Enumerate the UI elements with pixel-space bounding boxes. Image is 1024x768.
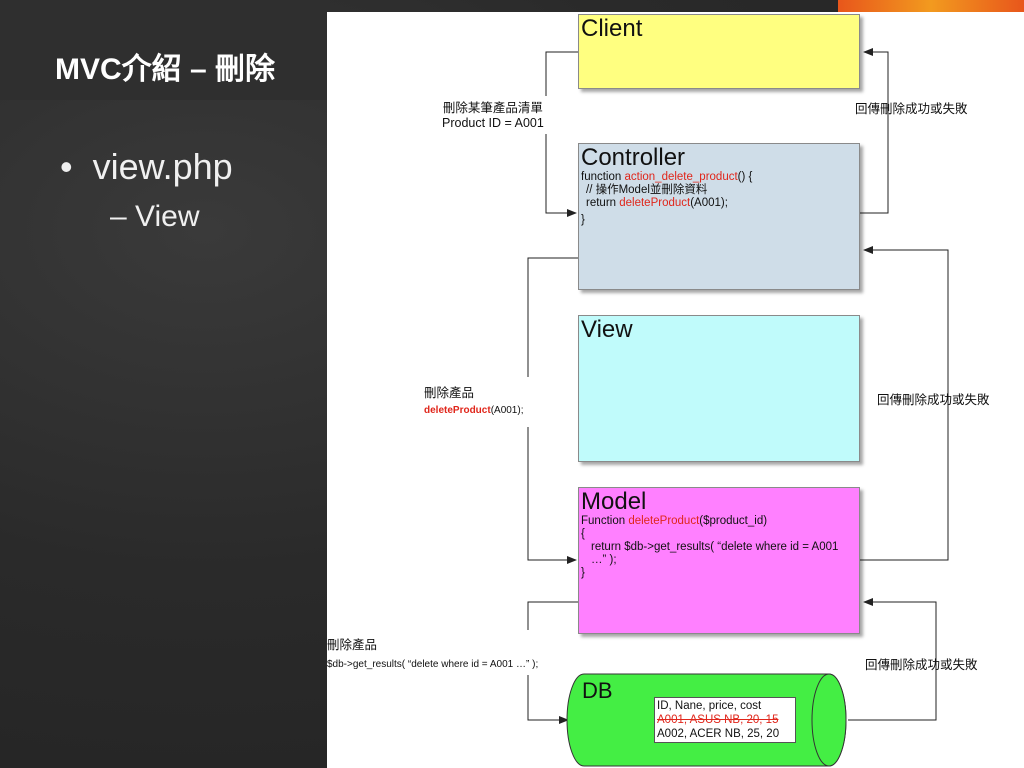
orange-accent-strip (838, 0, 1024, 12)
arrow-model-to-db-a (527, 601, 578, 630)
view-title: View (581, 316, 633, 343)
arrow-db-to-model (848, 598, 937, 721)
model-title: Model (581, 488, 647, 515)
arrow-client-to-controller-b (545, 134, 577, 217)
label-request-model: 刪除產品 deleteProduct(A001); (424, 386, 524, 416)
view-box: View (578, 315, 860, 462)
label-response-db: 回傳刪除成功或失敗 (865, 658, 978, 672)
mvc-diagram: Client Controller function action_delete… (327, 12, 1024, 768)
model-code: Function deleteProduct($product_id) { re… (581, 515, 839, 579)
db-row: A002, ACER NB, 25, 20 (657, 728, 780, 740)
bullet-sub-text: – View (110, 200, 200, 233)
slide-title: MVC介紹 – 刪除 (55, 53, 276, 86)
controller-title: Controller (581, 144, 686, 171)
arrow-controller-to-model-a (527, 257, 578, 377)
bullet-marker: • (60, 146, 73, 187)
label-request-client: 刪除某筆產品清單 Product ID = A001 (442, 101, 544, 130)
arrow-model-to-controller (860, 246, 949, 561)
bullet-item-main: • view.php (60, 146, 233, 188)
arrow-model-to-db-b (527, 675, 569, 724)
title-bar (0, 0, 330, 100)
label-request-db: 刪除產品 $db->get_results( “delete where id … (327, 638, 539, 670)
db-title: DB (582, 678, 613, 703)
arrow-controller-to-client (860, 48, 889, 214)
db-row-header: ID, Nane, price, cost (657, 700, 762, 712)
bullet-main-text: view.php (92, 146, 233, 187)
db-table: ID, Nane, price, cost A001, ASUS NB, 20,… (654, 697, 796, 743)
bullet-list: • view.php – View (60, 146, 233, 234)
label-response-model: 回傳刪除成功或失敗 (877, 393, 990, 407)
arrow-client-to-controller-a (545, 51, 578, 96)
controller-code: function action_delete_product() { // 操作… (581, 171, 753, 226)
arrow-controller-to-model-b (527, 427, 577, 564)
model-box: Model Function deleteProduct($product_id… (578, 487, 860, 634)
client-box: Client (578, 14, 860, 89)
label-response-controller: 回傳刪除成功或失敗 (855, 102, 968, 116)
client-title: Client (581, 15, 643, 42)
db-row-deleted: A001, ASUS NB, 20, 15 (657, 714, 779, 726)
controller-box: Controller function action_delete_produc… (578, 143, 860, 290)
